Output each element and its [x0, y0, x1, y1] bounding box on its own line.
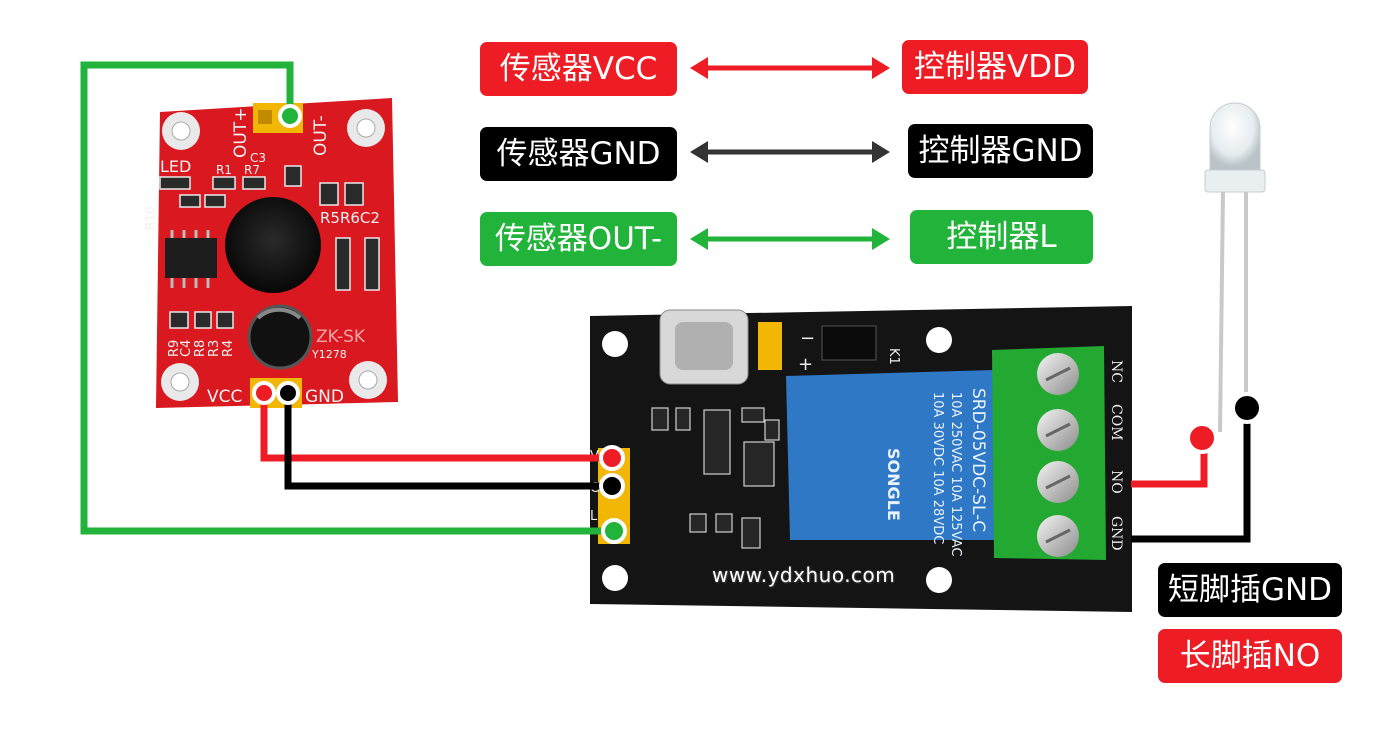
relay-rating-2: 10A 30VDC 10A 28VDC — [930, 392, 945, 544]
silk-model: Y1278 — [311, 348, 347, 361]
terminal-screws — [1037, 353, 1079, 557]
arrowhead-right-3 — [872, 228, 890, 250]
silk-r8: R8 — [193, 340, 208, 357]
ic-chip — [165, 238, 217, 278]
pin-dots — [252, 104, 1263, 544]
silk-out-plus: OUT+ — [231, 108, 251, 158]
relay-hole-tr — [926, 327, 952, 353]
silk-r10: R10 — [143, 206, 157, 230]
dot-relay-g — [599, 473, 625, 499]
terminal-com: COM — [1108, 404, 1124, 441]
wire-out-to-l — [80, 61, 614, 535]
silk-brand: ZK-SK — [316, 327, 366, 347]
silk-r9: R9 — [167, 340, 182, 357]
silk-out-minus: OUT- — [311, 115, 331, 156]
sensor-silkscreen: LED R10 R1 R7 C3 R5R6C2 OUT+ OUT- VCC GN… — [143, 108, 380, 407]
label-long-leg-no: 长脚插NO — [1158, 629, 1342, 683]
relay-body — [786, 370, 994, 540]
relay-brand: SONGLE — [884, 448, 903, 521]
wire-gnd-to-gnd — [284, 393, 614, 490]
arrowhead-left-1 — [690, 57, 708, 79]
label-controller-gnd: 控制器GND — [908, 124, 1093, 178]
watermark: www.ydxhuo.com — [712, 563, 896, 587]
smd-components — [159, 165, 380, 329]
label-controller-l: 控制器L — [910, 210, 1093, 264]
silk-gnd: GND — [305, 387, 344, 407]
terminal-block — [992, 346, 1106, 560]
arrowhead-left-3 — [690, 228, 708, 250]
silk-k1: K1 — [886, 348, 901, 365]
terminal-no: NO — [1108, 470, 1124, 494]
electrolytic-capacitor — [247, 304, 313, 370]
silk-r4: R4 — [221, 340, 236, 357]
relay-rating-1: 10A 250VAC 10A 125VAC — [948, 392, 963, 557]
legend-arrows — [690, 57, 890, 250]
terminal-nc: NC — [1108, 360, 1124, 383]
label-sensor-gnd: 传感器GND — [480, 127, 677, 181]
label-short-leg-gnd: 短脚插GND — [1158, 563, 1342, 617]
arrowhead-left-2 — [690, 141, 708, 163]
dot-sensor-out — [278, 104, 302, 128]
sound-sensor-board: LED R10 R1 R7 C3 R5R6C2 OUT+ OUT- VCC GN… — [143, 98, 398, 408]
terminal-gnd: GND — [1108, 516, 1124, 551]
relay-hole-br — [926, 567, 952, 593]
sensor-mounting-holes — [161, 109, 387, 401]
dot-relay-v — [599, 445, 625, 471]
silk-vcc: VCC — [207, 387, 242, 407]
led-long-leg — [1218, 189, 1225, 433]
dot-sensor-vcc — [252, 381, 276, 405]
silk-r1: R1 — [216, 163, 232, 177]
relay-hole-tl — [602, 331, 628, 357]
pin-label-l: L — [590, 509, 598, 524]
k1-jumper — [821, 325, 877, 361]
dot-led-long — [1186, 422, 1218, 454]
label-controller-vdd: 控制器VDD — [902, 40, 1088, 94]
small-header-plus: + — [798, 354, 813, 375]
led-bulb — [1209, 102, 1261, 171]
silk-c3: C3 — [250, 151, 266, 165]
relay-smd-components — [651, 407, 780, 549]
wire-vcc-to-vdd — [260, 393, 614, 462]
arrowhead-right-1 — [872, 57, 890, 79]
wire-gnd-to-led-short — [1131, 408, 1251, 543]
silk-led: LED — [160, 157, 191, 176]
terminal-labels: NC COM NO GND — [1108, 360, 1124, 551]
label-sensor-vcc: 传感器VCC — [480, 42, 677, 96]
wires — [80, 61, 1251, 543]
small-header-minus: − — [800, 328, 815, 349]
relay-small-header — [758, 322, 782, 370]
dot-led-short — [1231, 392, 1263, 424]
relay-markings: SRD-05VDC-SL-C 10A 250VAC 10A 125VAC 10A… — [884, 388, 988, 557]
silk-r7: R7 — [244, 163, 260, 177]
relay-module-board: − + K1 V G L — [590, 306, 1132, 612]
silk-r3: R3 — [207, 340, 222, 357]
relay-hole-bl — [602, 565, 628, 591]
microphone — [225, 197, 321, 293]
silk-r5r6c2: R5R6C2 — [320, 209, 380, 227]
arrowhead-right-2 — [872, 141, 890, 163]
relay-model: SRD-05VDC-SL-C — [968, 388, 988, 532]
silk-c4: C4 — [179, 340, 194, 357]
dot-sensor-gnd — [276, 381, 300, 405]
led-component — [1204, 102, 1266, 433]
label-sensor-out: 传感器OUT- — [480, 212, 677, 266]
dot-relay-l — [601, 518, 627, 544]
